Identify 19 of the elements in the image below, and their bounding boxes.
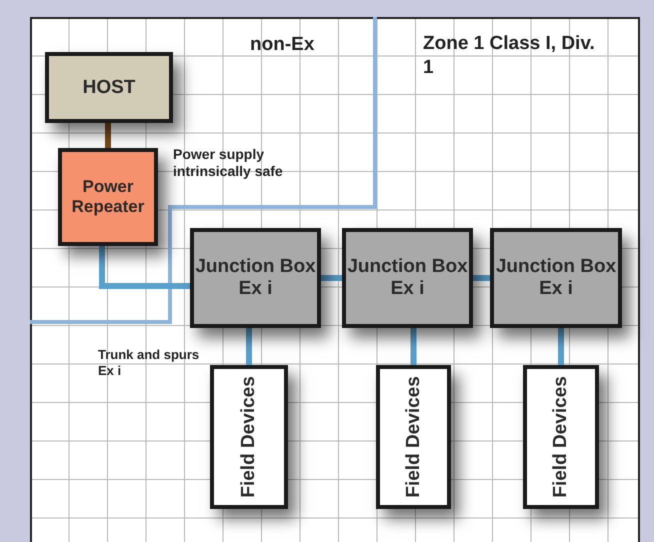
zone-label: non-Ex [250, 34, 316, 57]
junction-box: Junction Box Ex i [342, 228, 473, 328]
connector-line [558, 328, 564, 365]
field-devices-box: Field Devices [376, 365, 451, 509]
host-box: HOST [45, 52, 173, 123]
zone-label: Zone 1 Class I, Div. 1 [423, 32, 596, 80]
connector-line [246, 328, 252, 365]
connector-line [99, 246, 190, 289]
note-text: Trunk and spurs Ex i [98, 347, 200, 378]
connector-line [410, 328, 416, 365]
connector-line [473, 275, 490, 281]
note-text: Power supply intrinsically safe [173, 146, 284, 180]
connector-line [321, 275, 342, 281]
power-repeater-box: Power Repeater [58, 148, 158, 246]
junction-box: Junction Box Ex i [490, 228, 622, 328]
connector-line [105, 123, 111, 148]
field-devices-box: Field Devices [523, 365, 599, 509]
junction-box: Junction Box Ex i [190, 228, 321, 328]
field-devices-box: Field Devices [210, 365, 288, 509]
